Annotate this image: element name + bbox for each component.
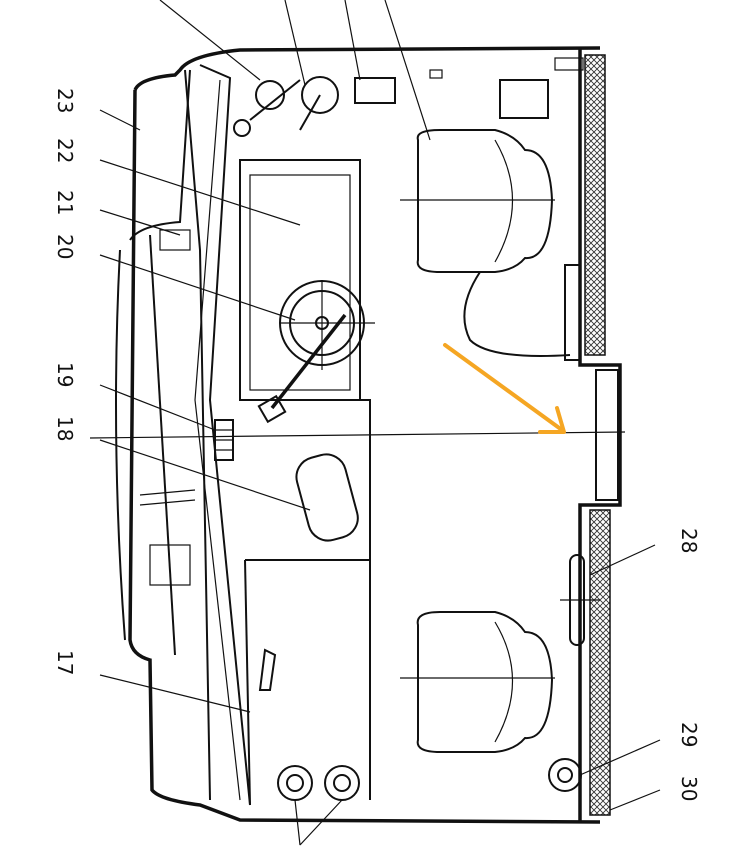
assistant-seat — [400, 611, 555, 753]
label-21: 21 — [53, 190, 77, 215]
label-20: 20 — [53, 234, 77, 259]
label-17: 17 — [53, 650, 77, 675]
top-equipment — [233, 69, 549, 137]
callout-labels: 23 22 21 20 19 18 17 28 29 30 — [53, 88, 701, 801]
annotation-arrow — [443, 343, 566, 434]
cab-nose — [115, 46, 601, 824]
centerline — [89, 431, 626, 439]
instrument-block — [214, 419, 234, 461]
label-22: 22 — [53, 138, 77, 163]
label-29: 29 — [677, 722, 701, 747]
leader-lines — [99, 0, 661, 846]
label-30: 30 — [677, 776, 701, 801]
control-desk — [239, 159, 371, 806]
label-28: 28 — [677, 528, 701, 553]
heater — [560, 554, 600, 646]
pedal-units — [258, 648, 360, 801]
fire-extinguisher — [295, 453, 359, 542]
label-19: 19 — [53, 362, 77, 387]
handwheel — [257, 280, 375, 424]
label-23: 23 — [53, 88, 77, 113]
side-wall — [554, 48, 622, 822]
label-18: 18 — [53, 416, 77, 441]
corner-device — [548, 758, 582, 792]
driver-seat — [400, 129, 581, 361]
